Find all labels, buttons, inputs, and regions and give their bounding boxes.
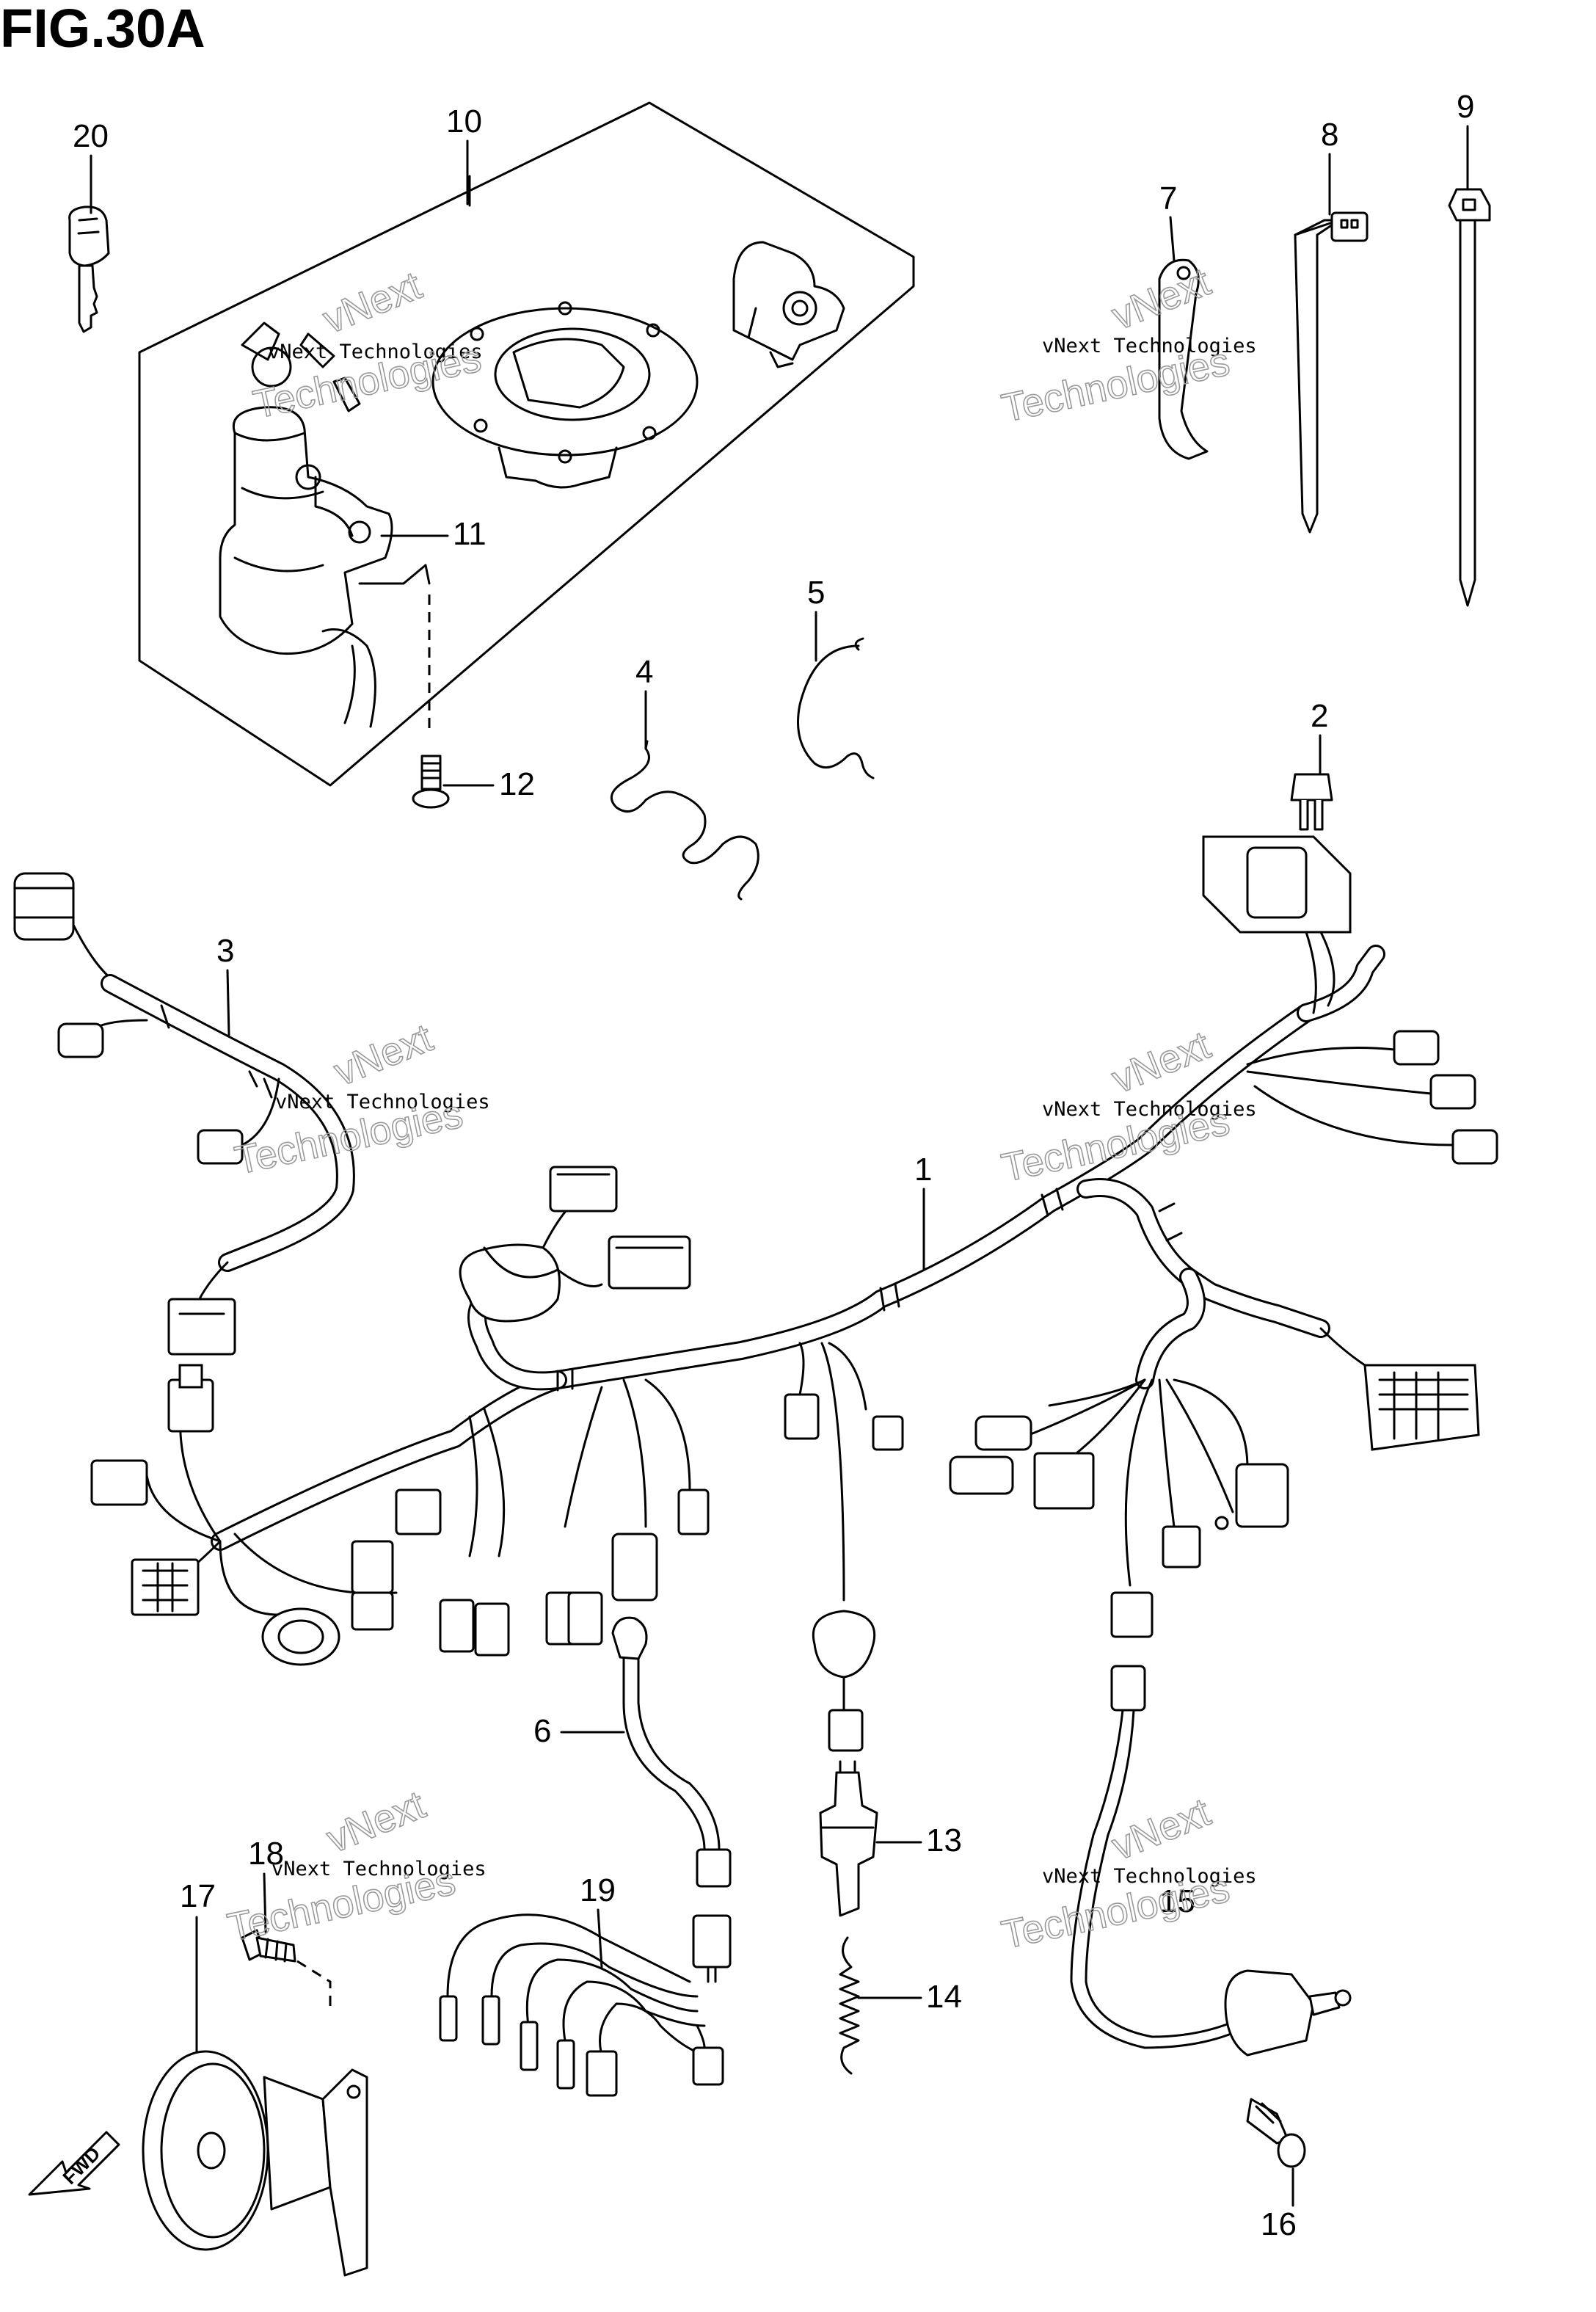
watermark-text: vNext Technologies — [272, 1858, 487, 1880]
callout-3: 3 — [216, 933, 234, 969]
watermark-text: vNext Technologies — [1042, 1098, 1257, 1121]
callout-14: 14 — [926, 1979, 962, 2015]
screw-part-16 — [1246, 2098, 1306, 2168]
watermark-text: vNext Technologies — [275, 1091, 490, 1113]
callout-18: 18 — [248, 1836, 284, 1872]
callout-4: 4 — [635, 654, 653, 690]
watermark-text: vNext Technologies — [268, 341, 483, 363]
sub-harness-part-3 — [13, 872, 355, 1356]
callout-9: 9 — [1457, 89, 1474, 125]
wiring-harness-part-1 — [90, 835, 1498, 1752]
callout-13: 13 — [926, 1822, 962, 1858]
callout-15: 15 — [1159, 1883, 1195, 1919]
callout-7: 7 — [1159, 181, 1177, 217]
screw-part-12 — [412, 755, 450, 809]
callout-6: 6 — [533, 1713, 551, 1749]
callout-5: 5 — [807, 575, 825, 611]
watermark-text: vNext Technologies — [1042, 1865, 1257, 1888]
stop-switch-part-13 — [819, 1760, 878, 1917]
fuse-part-2 — [1290, 773, 1333, 831]
callout-17: 17 — [180, 1878, 216, 1914]
callout-1: 1 — [914, 1152, 932, 1188]
watermark-outline: vNext — [328, 1016, 438, 1094]
callout-19: 19 — [580, 1872, 616, 1908]
callout-12: 12 — [499, 766, 535, 802]
forward-direction-arrow: FWD — [28, 2131, 120, 2196]
callout-10: 10 — [446, 103, 482, 139]
clamp-part-8 — [1294, 211, 1369, 534]
watermark-outline: vNext — [321, 1783, 431, 1861]
clip-part-5 — [797, 637, 875, 779]
callout-16: 16 — [1261, 2206, 1297, 2242]
callout-2: 2 — [1311, 698, 1328, 734]
callout-20: 20 — [73, 118, 109, 154]
bolt-part-18 — [241, 1929, 332, 2011]
watermark-outline: vNext — [1106, 1790, 1216, 1869]
key-part-20 — [68, 206, 110, 333]
horn-part-17 — [142, 2050, 368, 2277]
lead-wires-part-19 — [439, 1913, 732, 2097]
callout-8: 8 — [1321, 117, 1338, 153]
lead-wire-part-6 — [611, 1616, 732, 1888]
figure-title: FIG.30A — [0, 0, 205, 59]
spring-part-14 — [839, 1936, 860, 2075]
callouts: 20 10 11 12 7 8 9 5 4 2 3 1 6 13 14 15 1… — [73, 89, 1474, 2242]
watermark-outline: vNext — [317, 263, 427, 342]
cable-tie-part-9 — [1448, 188, 1491, 607]
clamp-part-7 — [1158, 258, 1209, 460]
sensor-part-15 — [1070, 1665, 1352, 2057]
watermark-text: vNext Technologies — [1042, 335, 1257, 357]
wire-clip-part-4 — [610, 740, 759, 901]
lock-set-part-10 — [138, 101, 915, 787]
callout-11: 11 — [453, 516, 487, 552]
